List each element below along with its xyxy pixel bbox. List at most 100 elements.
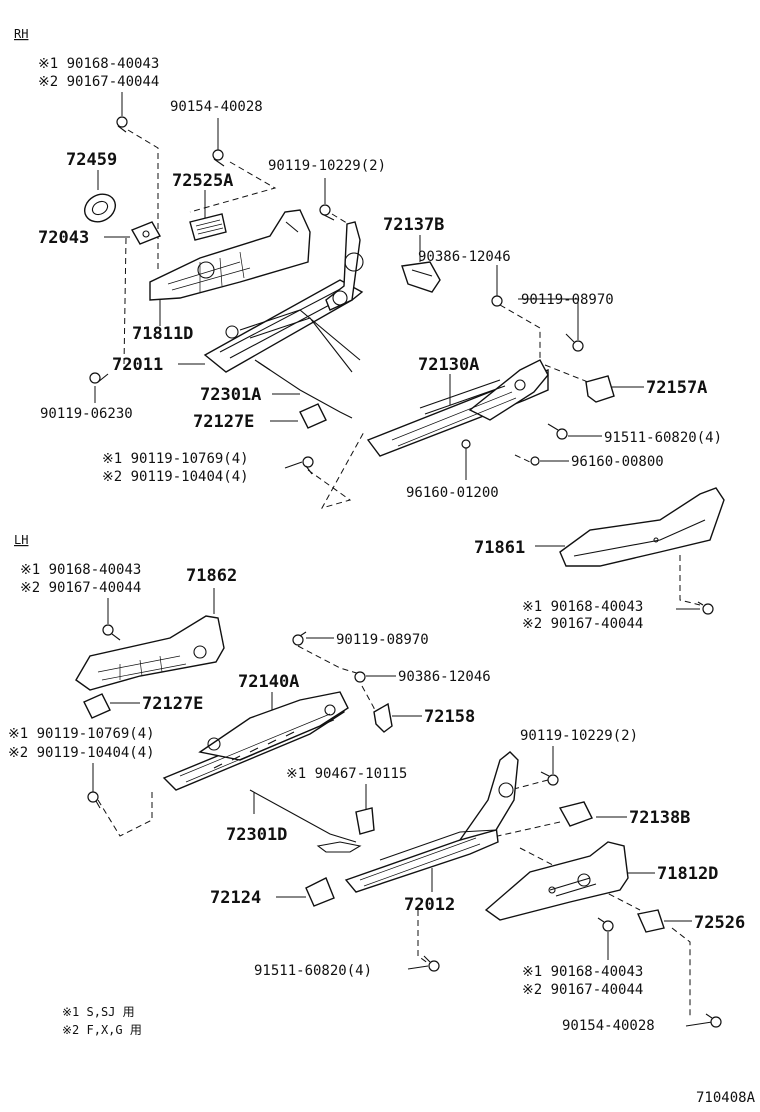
dash-rh-g — [307, 429, 366, 509]
label-90168-40043-rh-top: ※1 90168-40043 — [38, 56, 159, 72]
label-71861: 71861 — [474, 538, 525, 558]
part-72157a-cover — [585, 375, 615, 403]
bolt-90168-lh-top — [102, 624, 121, 641]
figure-id: 710408A — [696, 1090, 756, 1106]
label-72043: 72043 — [38, 228, 89, 248]
dash-rh-c — [189, 161, 277, 213]
label-90154-40028-rh: 90154-40028 — [170, 99, 263, 115]
dash-rh-b — [123, 237, 127, 366]
dash-lh-c — [361, 685, 377, 725]
bolt-90119-10769-rh — [302, 456, 314, 475]
label-90386-12046-lh: 90386-12046 — [398, 669, 491, 685]
dash-lh-h — [671, 927, 691, 1016]
part-72140a-adjuster-lh — [162, 691, 349, 791]
part-90467-clip — [355, 807, 375, 835]
part-72526-cover — [637, 909, 665, 933]
leader-90119-10769-rh — [284, 461, 303, 469]
label-90119-08970-rh: 90119-08970 — [521, 292, 614, 308]
dash-lh-d — [509, 779, 549, 791]
label-72301a: 72301A — [200, 385, 261, 405]
part-72459-grommet — [83, 193, 117, 223]
bolt-91511-lh — [423, 955, 440, 972]
label-90119-10404-rh: ※2 90119-10404(4) — [102, 469, 249, 485]
part-72158-cover — [373, 702, 393, 733]
label-90119-10229-lh: 90119-10229(2) — [520, 728, 638, 744]
part-72138b-cover — [558, 801, 593, 827]
dash-lh-a — [297, 645, 361, 675]
nut-90386-lh — [354, 671, 366, 683]
part-72127e-knob-lh — [83, 693, 111, 719]
bolt-90168-rh-top — [116, 116, 128, 133]
label-72012: 72012 — [404, 895, 455, 915]
footnote-1: ※1 S,SJ 用 — [62, 1005, 135, 1019]
label-71811d: 71811D — [132, 324, 193, 344]
washer-96160-01200 — [461, 439, 471, 449]
label-90167-40044-lh-bottom: ※2 90167-40044 — [522, 982, 643, 998]
label-72137b: 72137B — [383, 215, 444, 235]
bolt-90119-10229-lh — [540, 771, 559, 786]
dash-rh-d — [331, 213, 351, 226]
label-72124: 72124 — [210, 888, 261, 908]
label-91511-60820-lh: 91511-60820(4) — [254, 963, 372, 979]
dash-rh-e — [499, 304, 541, 360]
label-90386-12046-rh: 90386-12046 — [418, 249, 511, 265]
dash-lh-f — [417, 910, 433, 967]
label-90467-10115: ※1 90467-10115 — [286, 766, 407, 782]
label-71812d: 71812D — [657, 864, 718, 884]
label-72127e-rh: 72127E — [193, 412, 254, 432]
bolt-90119-10229-rh — [319, 204, 335, 221]
part-72043-bracket — [130, 221, 162, 245]
label-90119-10769-lh: ※1 90119-10769(4) — [8, 726, 155, 742]
part-72301a-cable — [254, 359, 353, 419]
label-72301d: 72301D — [226, 825, 287, 845]
label-72525a: 72525A — [172, 171, 233, 191]
label-72130a: 72130A — [418, 355, 479, 375]
label-90168-40043-rh-bottom: ※1 90168-40043 — [522, 599, 643, 615]
section-label-rh: RH — [14, 27, 28, 41]
bolt-90119-08970-rh — [565, 333, 584, 352]
dash-rh-f — [544, 364, 589, 383]
part-71811d-shield — [149, 209, 311, 301]
label-90119-08970-lh: 90119-08970 — [336, 632, 429, 648]
label-91511-60820-rh: 91511-60820(4) — [604, 430, 722, 446]
part-71862-shield — [75, 615, 225, 691]
label-90119-10404-lh: ※2 90119-10404(4) — [8, 745, 155, 761]
label-90167-40044-rh-top: ※2 90167-40044 — [38, 74, 159, 90]
label-90119-10769-rh: ※1 90119-10769(4) — [102, 451, 249, 467]
dash-rh-a — [127, 129, 159, 272]
dash-rh-h — [679, 555, 701, 606]
part-72127e-knob-rh — [299, 403, 327, 429]
label-72158: 72158 — [424, 707, 475, 727]
leader-90119-08970-rh — [518, 298, 579, 340]
part-72130a-adjuster-rh — [366, 359, 549, 457]
label-90168-40043-lh-bottom: ※1 90168-40043 — [522, 964, 643, 980]
bolt-90154-lh — [705, 1013, 722, 1028]
label-72140a: 72140A — [238, 672, 299, 692]
bolt-90168-lh-bottom — [597, 917, 614, 932]
nut-90386-rh — [491, 295, 503, 307]
label-72011: 72011 — [112, 355, 163, 375]
bolt-90119-08970-lh — [292, 631, 307, 646]
dash-lh-e — [479, 821, 561, 841]
section-label-lh: LH — [14, 533, 28, 547]
label-72459: 72459 — [66, 150, 117, 170]
dash-rh-i — [514, 454, 531, 463]
dash-lh-b — [97, 788, 153, 837]
label-71862: 71862 — [186, 566, 237, 586]
leader-91511-lh — [407, 965, 429, 970]
part-72124-knob — [305, 877, 335, 907]
label-72127e-lh: 72127E — [142, 694, 203, 714]
bolt-90119-06230 — [89, 372, 109, 384]
part-72137b-cover — [401, 261, 441, 293]
part-72301d-cable — [249, 789, 362, 853]
part-72011-adjuster-rh — [203, 221, 364, 373]
bolt-90119-10769-lh — [87, 791, 101, 809]
label-96160-01200: 96160-01200 — [406, 485, 499, 501]
label-90154-40028-lh: 90154-40028 — [562, 1018, 655, 1034]
label-72526: 72526 — [694, 913, 745, 933]
leader-90154-lh — [685, 1021, 713, 1027]
label-90167-40044-rh-bottom: ※2 90167-40044 — [522, 616, 643, 632]
part-72012-adjuster-lh — [344, 751, 519, 893]
label-90168-40043-lh-top: ※1 90168-40043 — [20, 562, 141, 578]
